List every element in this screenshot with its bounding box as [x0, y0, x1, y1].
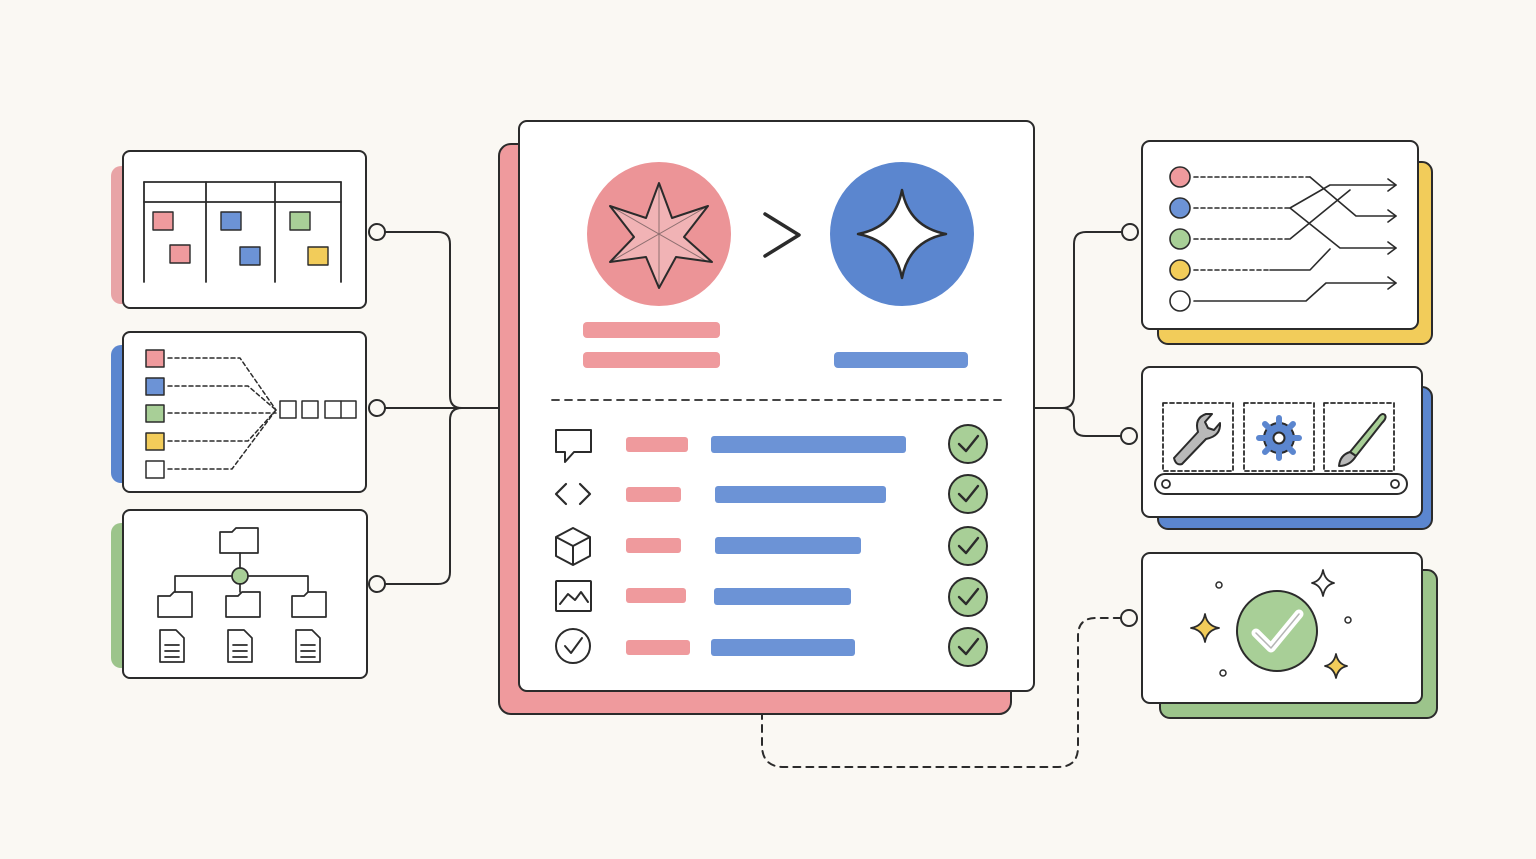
gear-icon — [1256, 415, 1302, 461]
kanban-board-icon — [143, 181, 342, 283]
card-funnel — [111, 331, 367, 493]
success-badge-icon — [1190, 569, 1352, 679]
card-routing — [1141, 140, 1433, 345]
connector-success — [761, 617, 1122, 768]
card-toolbox — [1141, 366, 1433, 530]
left-title-bar — [583, 322, 720, 338]
folder-tree-icon — [157, 527, 327, 663]
funnel-queue-icon — [145, 349, 357, 479]
row-label-bar — [626, 640, 690, 655]
card-panel — [122, 150, 367, 309]
check-circle-icon — [948, 627, 988, 667]
row-label-bar — [626, 538, 681, 553]
row-value-bar — [711, 639, 855, 656]
dot — [1219, 669, 1227, 677]
eight-point-star-icon — [609, 182, 713, 289]
row-label-bar — [626, 487, 681, 502]
card-success — [1141, 552, 1438, 719]
check-circle-outline-icon — [555, 628, 591, 664]
row-value-bar — [711, 436, 906, 453]
left-subtitle-bar — [583, 352, 720, 368]
connector-node — [368, 575, 386, 593]
connector-node — [1120, 609, 1138, 627]
toolbox-icon — [1154, 402, 1408, 495]
row-label-bar — [626, 437, 688, 452]
code-brackets-icon — [554, 482, 592, 506]
list-item — [555, 424, 988, 464]
connector-node — [1121, 223, 1139, 241]
center-panel — [498, 120, 1035, 715]
sparkle-icon — [1190, 613, 1220, 643]
connector-routing — [1034, 231, 1123, 409]
card-folder-tree — [111, 509, 368, 679]
connector-tools — [1061, 407, 1123, 437]
four-point-sparkle-icon — [856, 188, 948, 280]
cube-icon — [555, 527, 591, 566]
check-circle-icon — [948, 424, 988, 464]
dot — [1215, 581, 1223, 589]
wrench-icon — [1173, 413, 1222, 466]
routing-lines-icon — [1169, 166, 1397, 312]
card-panel — [122, 331, 367, 493]
row-value-bar — [714, 588, 851, 605]
chat-bubble-icon — [555, 429, 592, 463]
image-icon — [555, 580, 592, 612]
list-item — [555, 526, 988, 566]
connector-node — [368, 399, 386, 417]
card-kanban — [111, 150, 367, 309]
list-item — [555, 577, 988, 617]
check-circle-icon — [948, 577, 988, 617]
connector-tree — [377, 407, 463, 585]
connectors — [368, 223, 1139, 768]
list-item — [554, 474, 988, 514]
check-circle-icon — [948, 474, 988, 514]
card-panel — [1141, 140, 1419, 330]
greater-than-chevron-icon — [763, 212, 801, 258]
right-title-bar — [834, 352, 968, 368]
row-label-bar — [626, 588, 686, 603]
sparkle-icon — [1311, 569, 1335, 597]
row-value-bar — [715, 486, 886, 503]
connector-node — [1120, 427, 1138, 445]
connector-kanban — [377, 231, 501, 409]
brush-icon — [1338, 413, 1387, 467]
list-item — [555, 627, 988, 667]
connector-node — [368, 223, 386, 241]
row-value-bar — [715, 537, 861, 554]
check-circle-icon — [948, 526, 988, 566]
dot — [1344, 616, 1352, 624]
card-panel — [122, 509, 368, 679]
sparkle-icon — [1324, 653, 1348, 679]
